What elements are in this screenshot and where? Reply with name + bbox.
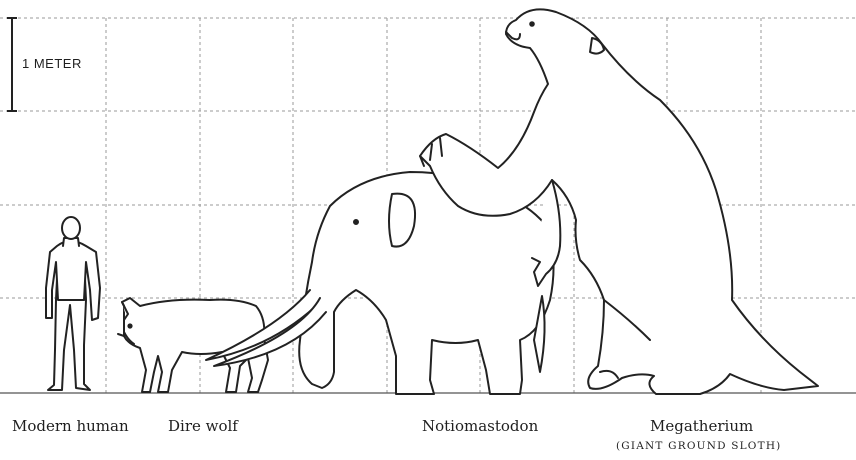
scale-label: 1 METER [22, 56, 82, 71]
label-megatherium: Megatherium [650, 417, 753, 435]
label-modern-human: Modern human [12, 417, 129, 435]
label-dire-wolf: Dire wolf [168, 417, 238, 435]
label-megatherium-subtitle: (GIANT GROUND SLOTH) [616, 440, 781, 452]
human-figure [46, 217, 100, 390]
label-notiomastodon: Notiomastodon [422, 417, 538, 435]
scale-bar [7, 18, 17, 111]
